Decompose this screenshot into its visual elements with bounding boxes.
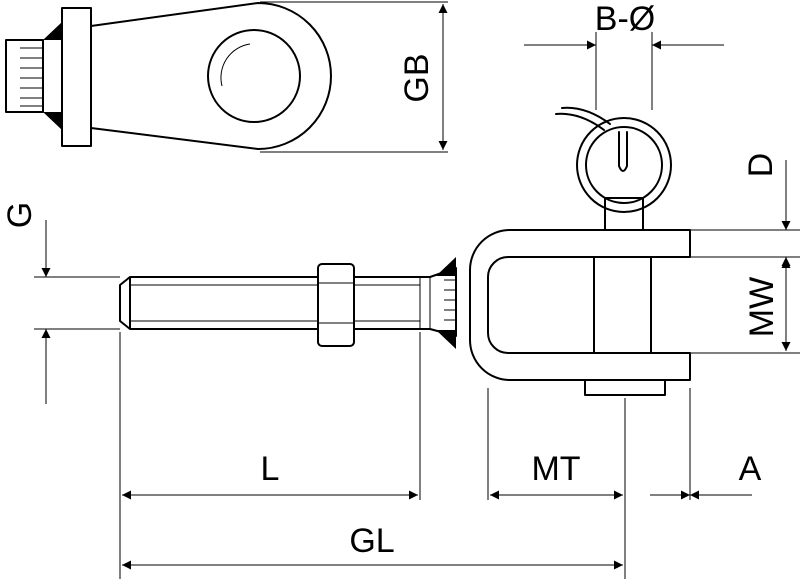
a-dimension: A: [650, 450, 762, 500]
gb-dimension: GB: [260, 1, 448, 153]
side-view: [119, 106, 691, 396]
g-dimension: G: [1, 202, 120, 404]
gl-dimension: GL: [122, 522, 623, 570]
mw-dimension: MW: [690, 259, 800, 354]
d-label: D: [742, 153, 780, 178]
gl-label: GL: [349, 522, 394, 560]
d-dimension: D: [690, 153, 800, 325]
top-view: [5, 2, 332, 150]
gb-label: GB: [398, 53, 436, 102]
a-label: A: [739, 450, 762, 488]
mt-dimension: MT: [490, 450, 623, 500]
g-label: G: [1, 202, 39, 228]
b-diameter-label: B-Ø: [595, 0, 655, 38]
l-label: L: [261, 450, 280, 488]
mw-label: MW: [743, 277, 781, 337]
l-dimension: L: [122, 450, 418, 500]
mt-label: MT: [531, 450, 580, 488]
b-diameter-dimension: B-Ø: [524, 0, 724, 110]
extension-lines: [119, 332, 691, 579]
